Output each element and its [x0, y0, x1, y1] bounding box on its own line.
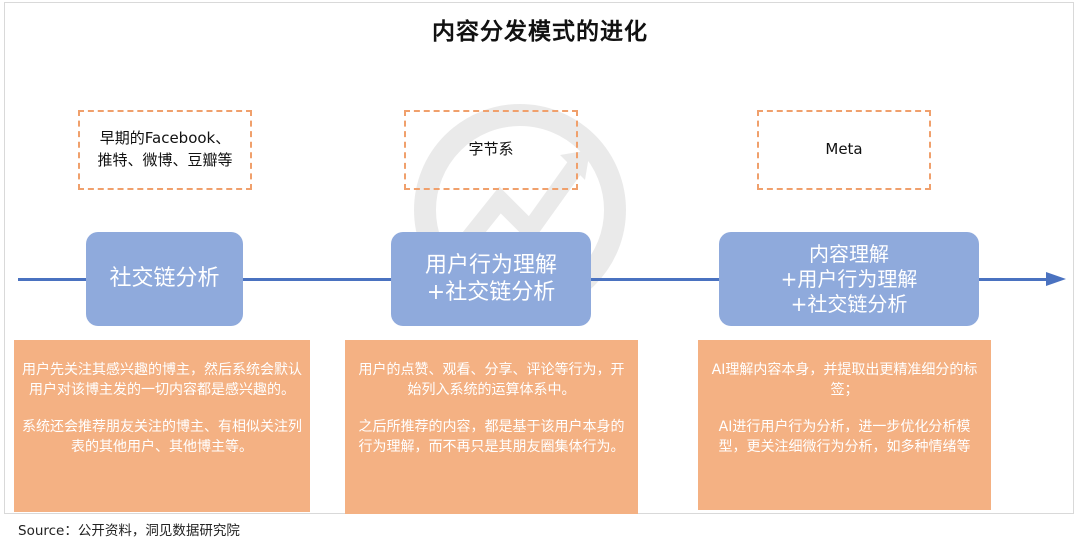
description-1-para-2: 系统还会推荐朋友关注的博主、有相似关注列表的其他用户、其他博主等。: [22, 418, 302, 455]
platform-label-2: 字节系: [404, 110, 578, 190]
platform-label-1: 早期的Facebook、 推特、微博、豆瓣等: [78, 110, 252, 190]
stage-box-1: 社交链分析: [86, 232, 243, 326]
description-box-2: 用户的点赞、观看、分享、评论等行为，开始列入系统的运算体系中。 之后所推荐的内容…: [345, 340, 638, 514]
description-box-3: AI理解内容本身，并提取出更精准细分的标签； AI进行用户行为分析，进一步优化分…: [698, 340, 991, 510]
source-note: Source：公开资料，洞见数据研究院: [18, 523, 240, 539]
description-2-para-1: 用户的点赞、观看、分享、评论等行为，开始列入系统的运算体系中。: [358, 362, 625, 399]
stage-box-3: 内容理解 +用户行为理解 +社交链分析: [719, 232, 979, 326]
description-box-1: 用户先关注其感兴趣的博主，然后系统会默认用户对该博主发的一切内容都是感兴趣的。 …: [14, 340, 310, 512]
description-2-para-2: 之后所推荐的内容，都是基于该用户本身的行为理解，而不再只是其朋友圈集体行为。: [358, 418, 625, 455]
platform-label-3-text: Meta: [825, 140, 863, 159]
stage-box-2: 用户行为理解 +社交链分析: [391, 232, 591, 326]
stage-box-1-text: 社交链分析: [109, 266, 220, 292]
stage-box-2-text: 用户行为理解 +社交链分析: [424, 252, 557, 306]
platform-label-3: Meta: [757, 110, 931, 190]
description-3-para-2: AI进行用户行为分析，进一步优化分析模型，更关注细微行为分析，如多种情绪等: [718, 418, 971, 455]
platform-label-1-text: 早期的Facebook、 推特、微博、豆瓣等: [97, 129, 233, 169]
platform-label-2-text: 字节系: [468, 140, 514, 159]
description-1-para-1: 用户先关注其感兴趣的博主，然后系统会默认用户对该博主发的一切内容都是感兴趣的。: [22, 362, 302, 399]
stage-box-3-text: 内容理解 +用户行为理解 +社交链分析: [780, 241, 918, 316]
timeline-arrowhead-icon: [1046, 272, 1066, 286]
diagram-title: 内容分发模式的进化: [432, 19, 648, 45]
description-3-para-1: AI理解内容本身，并提取出更精准细分的标签；: [711, 362, 978, 399]
